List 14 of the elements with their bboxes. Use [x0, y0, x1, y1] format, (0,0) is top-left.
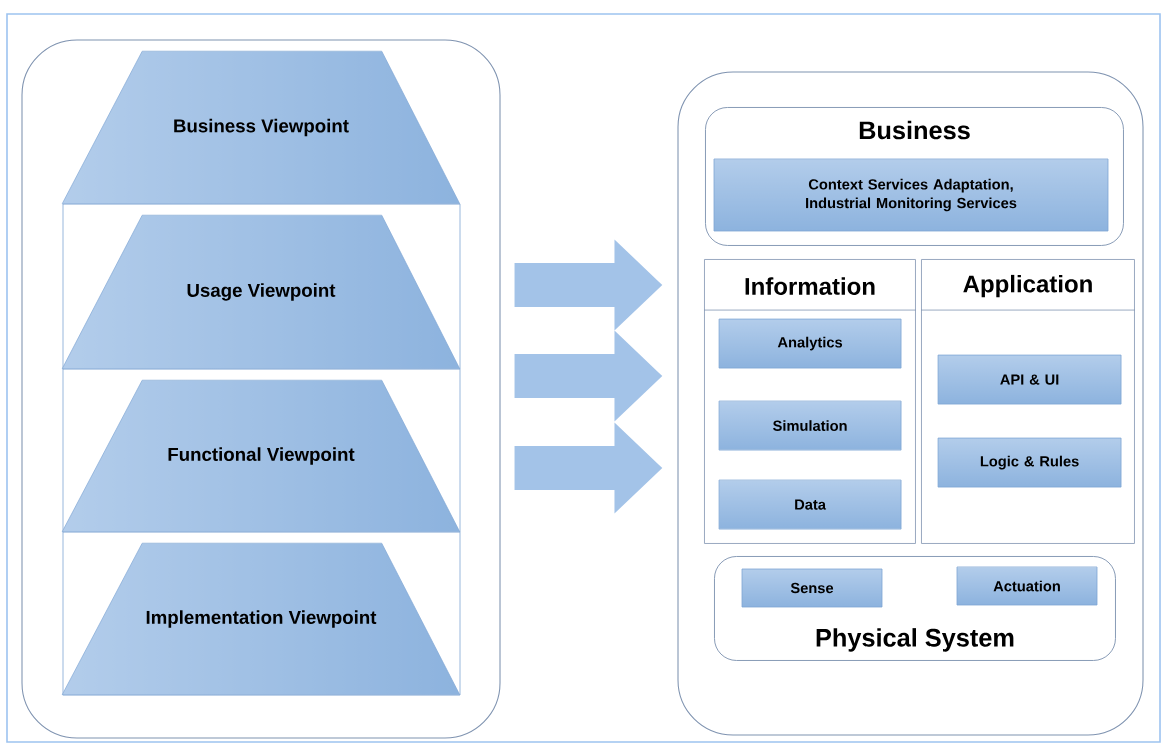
trapezoid-layer: Usage Viewpoint: [61, 214, 461, 370]
trapezoid-layer: Business Viewpoint: [61, 50, 461, 205]
component-box: Actuation: [956, 566, 1098, 606]
component-box: Analytics: [718, 318, 902, 369]
component-box: Data: [718, 479, 902, 530]
rounded-container: [677, 71, 1144, 736]
trapezoid-layer: Implementation Viewpoint: [61, 542, 461, 696]
component-box: Sense: [741, 568, 883, 608]
component-box: Context Services Adaptation, Industrial Monitoring Services: [713, 158, 1109, 232]
component-box: API & UI: [937, 354, 1122, 405]
rounded-container: [21, 39, 501, 739]
component-box: Logic & Rules: [937, 437, 1122, 488]
component-box: Simulation: [718, 400, 902, 451]
trapezoid-layer: Functional Viewpoint: [61, 379, 461, 533]
